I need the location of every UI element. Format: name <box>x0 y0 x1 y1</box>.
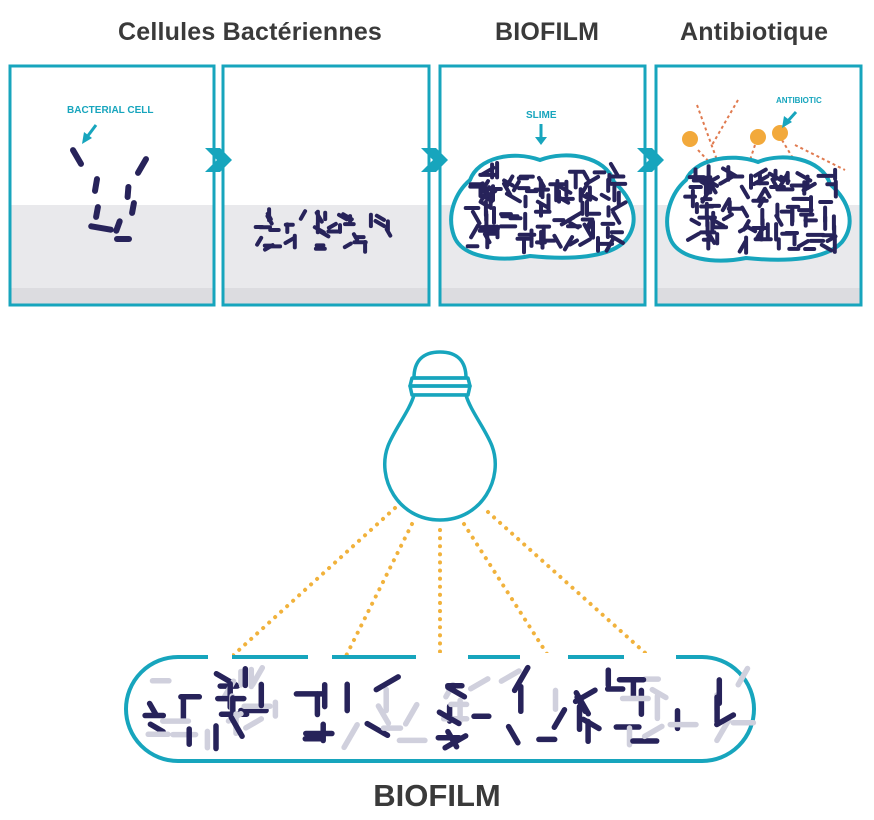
bacteria-rod <box>364 720 391 739</box>
bacteria-rod <box>511 179 521 193</box>
bacteria-rod <box>582 222 594 239</box>
bacteria-rod <box>88 223 114 233</box>
bacteria-rod <box>375 703 392 727</box>
bacteria-rod <box>649 686 669 701</box>
biofilm-surface-gaps <box>208 653 676 661</box>
antibiotic-molecule <box>750 129 766 145</box>
bacteria-rod <box>819 242 834 253</box>
bacteria-rod <box>714 712 737 728</box>
bacteria-rod <box>721 212 734 222</box>
bacteria-rod <box>755 226 765 240</box>
bacteria-rod <box>341 722 360 751</box>
bacteria-rod <box>774 213 784 227</box>
bacteria-rod <box>741 219 751 232</box>
bacteria-rod <box>756 187 767 203</box>
bacteria-rod <box>686 231 701 242</box>
bacteria-rod <box>551 707 568 731</box>
bacteria-rod <box>574 694 588 715</box>
bacteria-rod <box>796 239 810 249</box>
bacteria-rod <box>326 221 338 230</box>
bacteria-rod <box>604 236 616 253</box>
bacteria-rod <box>298 209 308 221</box>
lightbulb-icon <box>383 350 497 522</box>
bacteria-rod <box>505 723 521 746</box>
antibiotic-molecule <box>772 125 788 141</box>
bacteria-rod <box>337 212 349 222</box>
bacteria-rod <box>580 193 593 202</box>
light-rays <box>226 506 664 670</box>
antibiotic-molecule <box>682 131 698 147</box>
heading-biofilm: BIOFILM <box>495 18 600 46</box>
panel-label-slime: SLIME <box>526 110 557 121</box>
bacteria-rod <box>113 218 123 234</box>
bacteria-rod <box>580 716 602 732</box>
bacteria-rod <box>384 227 393 238</box>
chevron-right-icon <box>421 148 448 172</box>
bacteria-rod <box>568 238 579 247</box>
chevron-right-icon <box>637 148 664 172</box>
bacteria-rod <box>511 664 531 694</box>
bacteria-rod <box>611 210 622 225</box>
panel-label-bacterial-cell: BACTERIAL CELL <box>67 105 153 116</box>
bacteria-rod <box>373 674 401 693</box>
bacteria-rod <box>469 223 480 240</box>
bacteria-rod <box>689 217 702 226</box>
bacteria-rod <box>402 701 420 727</box>
bacteria-rod <box>283 236 296 245</box>
bacteria-rod <box>129 200 137 216</box>
bacteria-rod <box>442 733 469 751</box>
bacteria-rod <box>228 714 245 739</box>
arrow-icon <box>535 124 547 145</box>
bacteria-rod <box>92 176 100 194</box>
bacteria-rod <box>70 147 84 167</box>
bacteria-rod <box>608 162 621 179</box>
bacteria-rod <box>342 241 353 250</box>
bacteria-rod <box>498 668 522 684</box>
bacteria-rod <box>610 200 628 212</box>
bacteria-rod <box>135 156 149 176</box>
panel-label-antibiotic: ANTIBIOTIC <box>776 96 822 105</box>
panel-1 <box>8 64 216 307</box>
bacteria-rod <box>552 233 563 249</box>
bacteria-rod <box>351 232 360 242</box>
bacteria-rod <box>374 213 386 222</box>
bacteria-rod <box>255 235 264 247</box>
bacteria-rod <box>373 219 387 229</box>
bacteria-rod <box>147 721 166 735</box>
bacteria-rod <box>559 215 576 227</box>
heading-antibiotique: Antibiotique <box>680 18 829 46</box>
antibiotic-rays <box>696 99 846 171</box>
bacteria-rod <box>599 192 611 201</box>
bacteria-rod <box>763 186 772 199</box>
bacteria-rods <box>70 147 838 752</box>
bacteria-rod <box>757 196 766 208</box>
bacteria-rod <box>124 184 132 200</box>
bacteria-rod <box>641 723 665 740</box>
bacteria-rod <box>739 184 750 200</box>
bacteria-rod <box>265 214 274 226</box>
bacteria-rod <box>714 717 732 744</box>
bacteria-rod <box>707 175 720 184</box>
arrow-icon <box>82 124 98 144</box>
bacteria-rod <box>467 676 491 692</box>
bottom-title: BIOFILM <box>373 778 501 813</box>
panel-2 <box>221 64 431 307</box>
chevron-right-icon <box>205 148 232 172</box>
bacteria-rod <box>93 204 101 220</box>
bacteria-rod <box>735 665 751 688</box>
bacteria-rod <box>243 716 265 731</box>
bacteria-rod <box>535 199 549 209</box>
bacteria-rod <box>436 709 462 727</box>
bacteria-rod <box>249 664 266 688</box>
bacteria-rod <box>583 174 601 186</box>
bacteria-rod <box>562 235 575 252</box>
bacteria-rod <box>578 237 592 247</box>
heading-cellules: Cellules Bactériennes <box>118 18 383 46</box>
bacteria-rod <box>445 684 468 700</box>
bacteria-rod <box>470 209 482 226</box>
bacteria-rod <box>504 174 515 189</box>
arrow-icon <box>782 110 798 128</box>
